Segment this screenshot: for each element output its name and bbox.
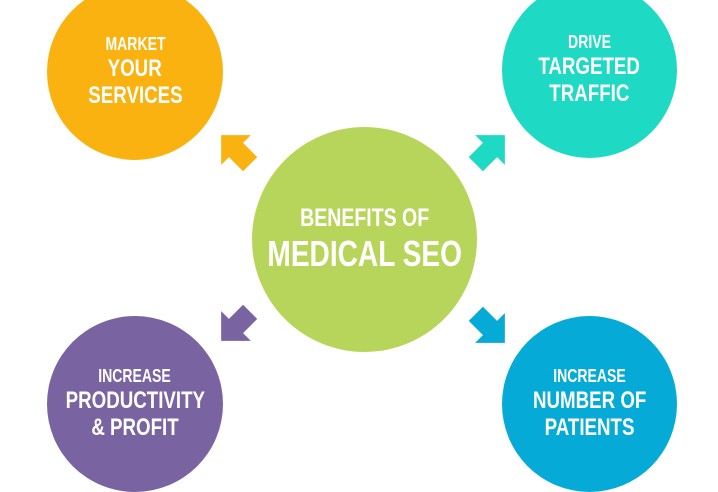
benefit-market-services: MARKET YOUR SERVICES bbox=[47, 0, 223, 160]
benefit-line: INCREASE bbox=[553, 366, 626, 387]
benefit-line: TRAFFIC bbox=[549, 80, 630, 108]
arrows-layer bbox=[221, 135, 505, 343]
benefit-line: NUMBER OF bbox=[532, 386, 647, 414]
center-title-line2: MEDICAL SEO bbox=[267, 233, 462, 275]
benefit-line: PATIENTS bbox=[544, 414, 635, 442]
benefit-line: YOUR bbox=[107, 54, 163, 82]
center-title-line1: BENEFITS OF bbox=[300, 204, 429, 233]
benefit-productivity-profit: INCREASE PRODUCTIVITY & PROFIT bbox=[47, 316, 223, 492]
arrow-top-left-icon bbox=[221, 135, 258, 172]
benefit-line: INCREASE bbox=[98, 366, 172, 387]
benefit-line: DRIVE bbox=[568, 32, 611, 53]
benefit-line: TARGETED bbox=[538, 52, 641, 80]
arrow-bottom-left-icon bbox=[221, 304, 258, 341]
benefit-line: PRODUCTIVITY bbox=[65, 386, 205, 414]
arrow-top-right-icon bbox=[468, 135, 505, 172]
benefit-number-of-patients: INCREASE NUMBER OF PATIENTS bbox=[502, 316, 677, 492]
center-circle: BENEFITS OF MEDICAL SEO bbox=[252, 127, 477, 352]
arrow-bottom-right-icon bbox=[468, 306, 505, 343]
benefit-line: & PROFIT bbox=[91, 414, 179, 442]
benefit-line: MARKET bbox=[104, 34, 166, 55]
benefit-line: SERVICES bbox=[87, 82, 183, 110]
benefit-drive-traffic: DRIVE TARGETED TRAFFIC bbox=[502, 0, 677, 158]
